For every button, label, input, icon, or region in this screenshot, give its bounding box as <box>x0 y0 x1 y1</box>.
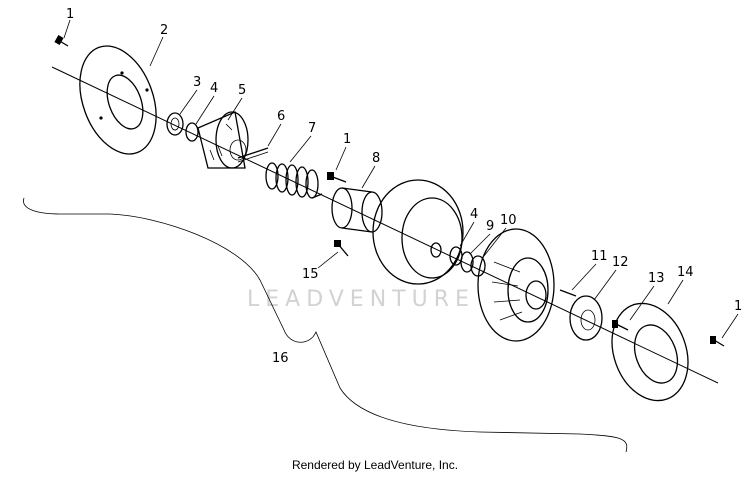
part-face-plate-right <box>611 302 689 402</box>
part-spider-5 <box>197 111 249 169</box>
part-spring-7 <box>265 162 323 199</box>
leader-lines <box>63 19 739 339</box>
callout-10: 10 <box>500 213 517 228</box>
callout-1-top-left: 1 <box>66 7 74 22</box>
part-screw-15 <box>334 240 349 257</box>
callout-9: 9 <box>486 219 494 234</box>
part-pin-11 <box>559 289 577 297</box>
callout-2: 2 <box>160 23 168 38</box>
footer-credit: Rendered by LeadVenture, Inc. <box>291 458 459 472</box>
part-bushing-8 <box>331 187 383 233</box>
part-face-plate-left <box>79 45 157 155</box>
part-washer-9 <box>460 251 474 273</box>
callout-4-right: 4 <box>470 207 478 222</box>
watermark-text: LEADVENTURE <box>247 287 475 312</box>
callout-14: 14 <box>677 265 694 280</box>
part-fixed-sheave <box>477 228 555 342</box>
callout-6: 6 <box>277 109 285 124</box>
callout-11: 11 <box>591 249 608 264</box>
callout-labels: 1 2 3 4 5 6 7 1 8 4 9 10 11 12 13 14 1 1… <box>66 7 742 366</box>
callout-7: 7 <box>308 121 316 136</box>
part-retainer-12 <box>569 295 603 341</box>
part-spacer-4-left <box>185 122 199 142</box>
subassembly-bracket-16 <box>23 197 628 453</box>
callout-4-left: 4 <box>210 81 218 96</box>
callout-13: 13 <box>648 271 665 286</box>
callout-5: 5 <box>238 83 246 98</box>
part-screw-middle <box>327 172 347 183</box>
callout-15: 15 <box>302 267 319 282</box>
part-moveable-sheave <box>372 179 464 285</box>
callout-12: 12 <box>612 255 629 270</box>
callout-3: 3 <box>193 75 201 90</box>
callout-1-middle: 1 <box>343 132 351 147</box>
part-washer-3 <box>166 112 184 136</box>
part-pin-6 <box>237 147 269 163</box>
part-screw-right <box>710 336 725 347</box>
callout-8: 8 <box>372 151 380 166</box>
callout-16: 16 <box>272 351 289 366</box>
assembly-axis-line <box>51 66 719 384</box>
callout-1-right: 1 <box>734 299 742 314</box>
part-screw-top-left <box>54 35 69 47</box>
